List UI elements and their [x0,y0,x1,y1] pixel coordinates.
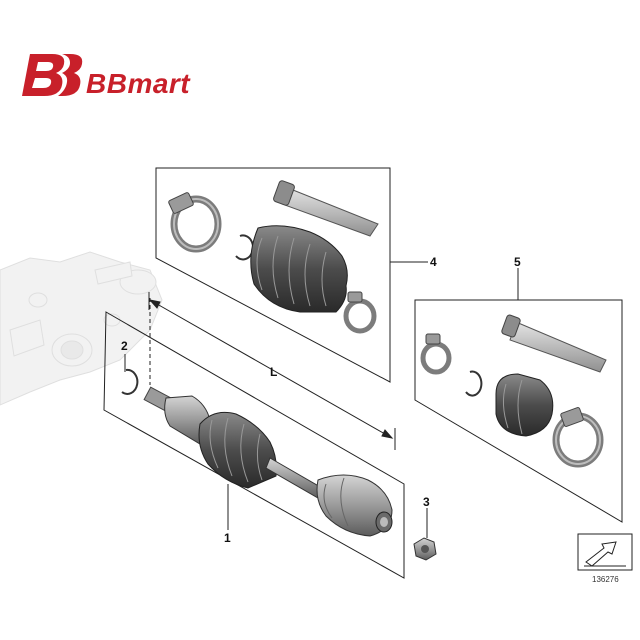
outer-boot-kit-frame [155,167,391,383]
inner-boot [495,373,554,437]
callout-length: L [270,365,277,379]
circlip-inner [465,370,483,397]
inner-boot-kit-frame [414,299,623,523]
callout-5: 5 [514,255,521,269]
snap-ring [121,368,139,395]
transmission-housing [0,251,163,406]
leader-lines [124,354,428,538]
outer-boot [250,225,348,313]
grease-tube-inner [501,314,607,373]
diagram-number: 136276 [592,575,619,584]
callout-3: 3 [423,495,430,509]
callout-1: 1 [224,531,231,545]
brand-name: BBmart [86,68,191,99]
hex-nut [413,537,437,561]
small-clamp-inner [420,333,452,375]
grease-tube [273,180,379,237]
callout-2: 2 [121,339,128,353]
large-clamp-inner [552,407,604,468]
small-clamp [343,291,377,334]
hose-clamp [168,192,222,253]
length-dimension [148,292,396,450]
callout-4: 4 [430,255,437,269]
logo-mark [22,54,83,96]
drive-shaft [143,386,393,537]
circlip [235,234,255,261]
direction-arrow-icon [577,533,633,571]
shaft-group-frame [103,311,405,579]
